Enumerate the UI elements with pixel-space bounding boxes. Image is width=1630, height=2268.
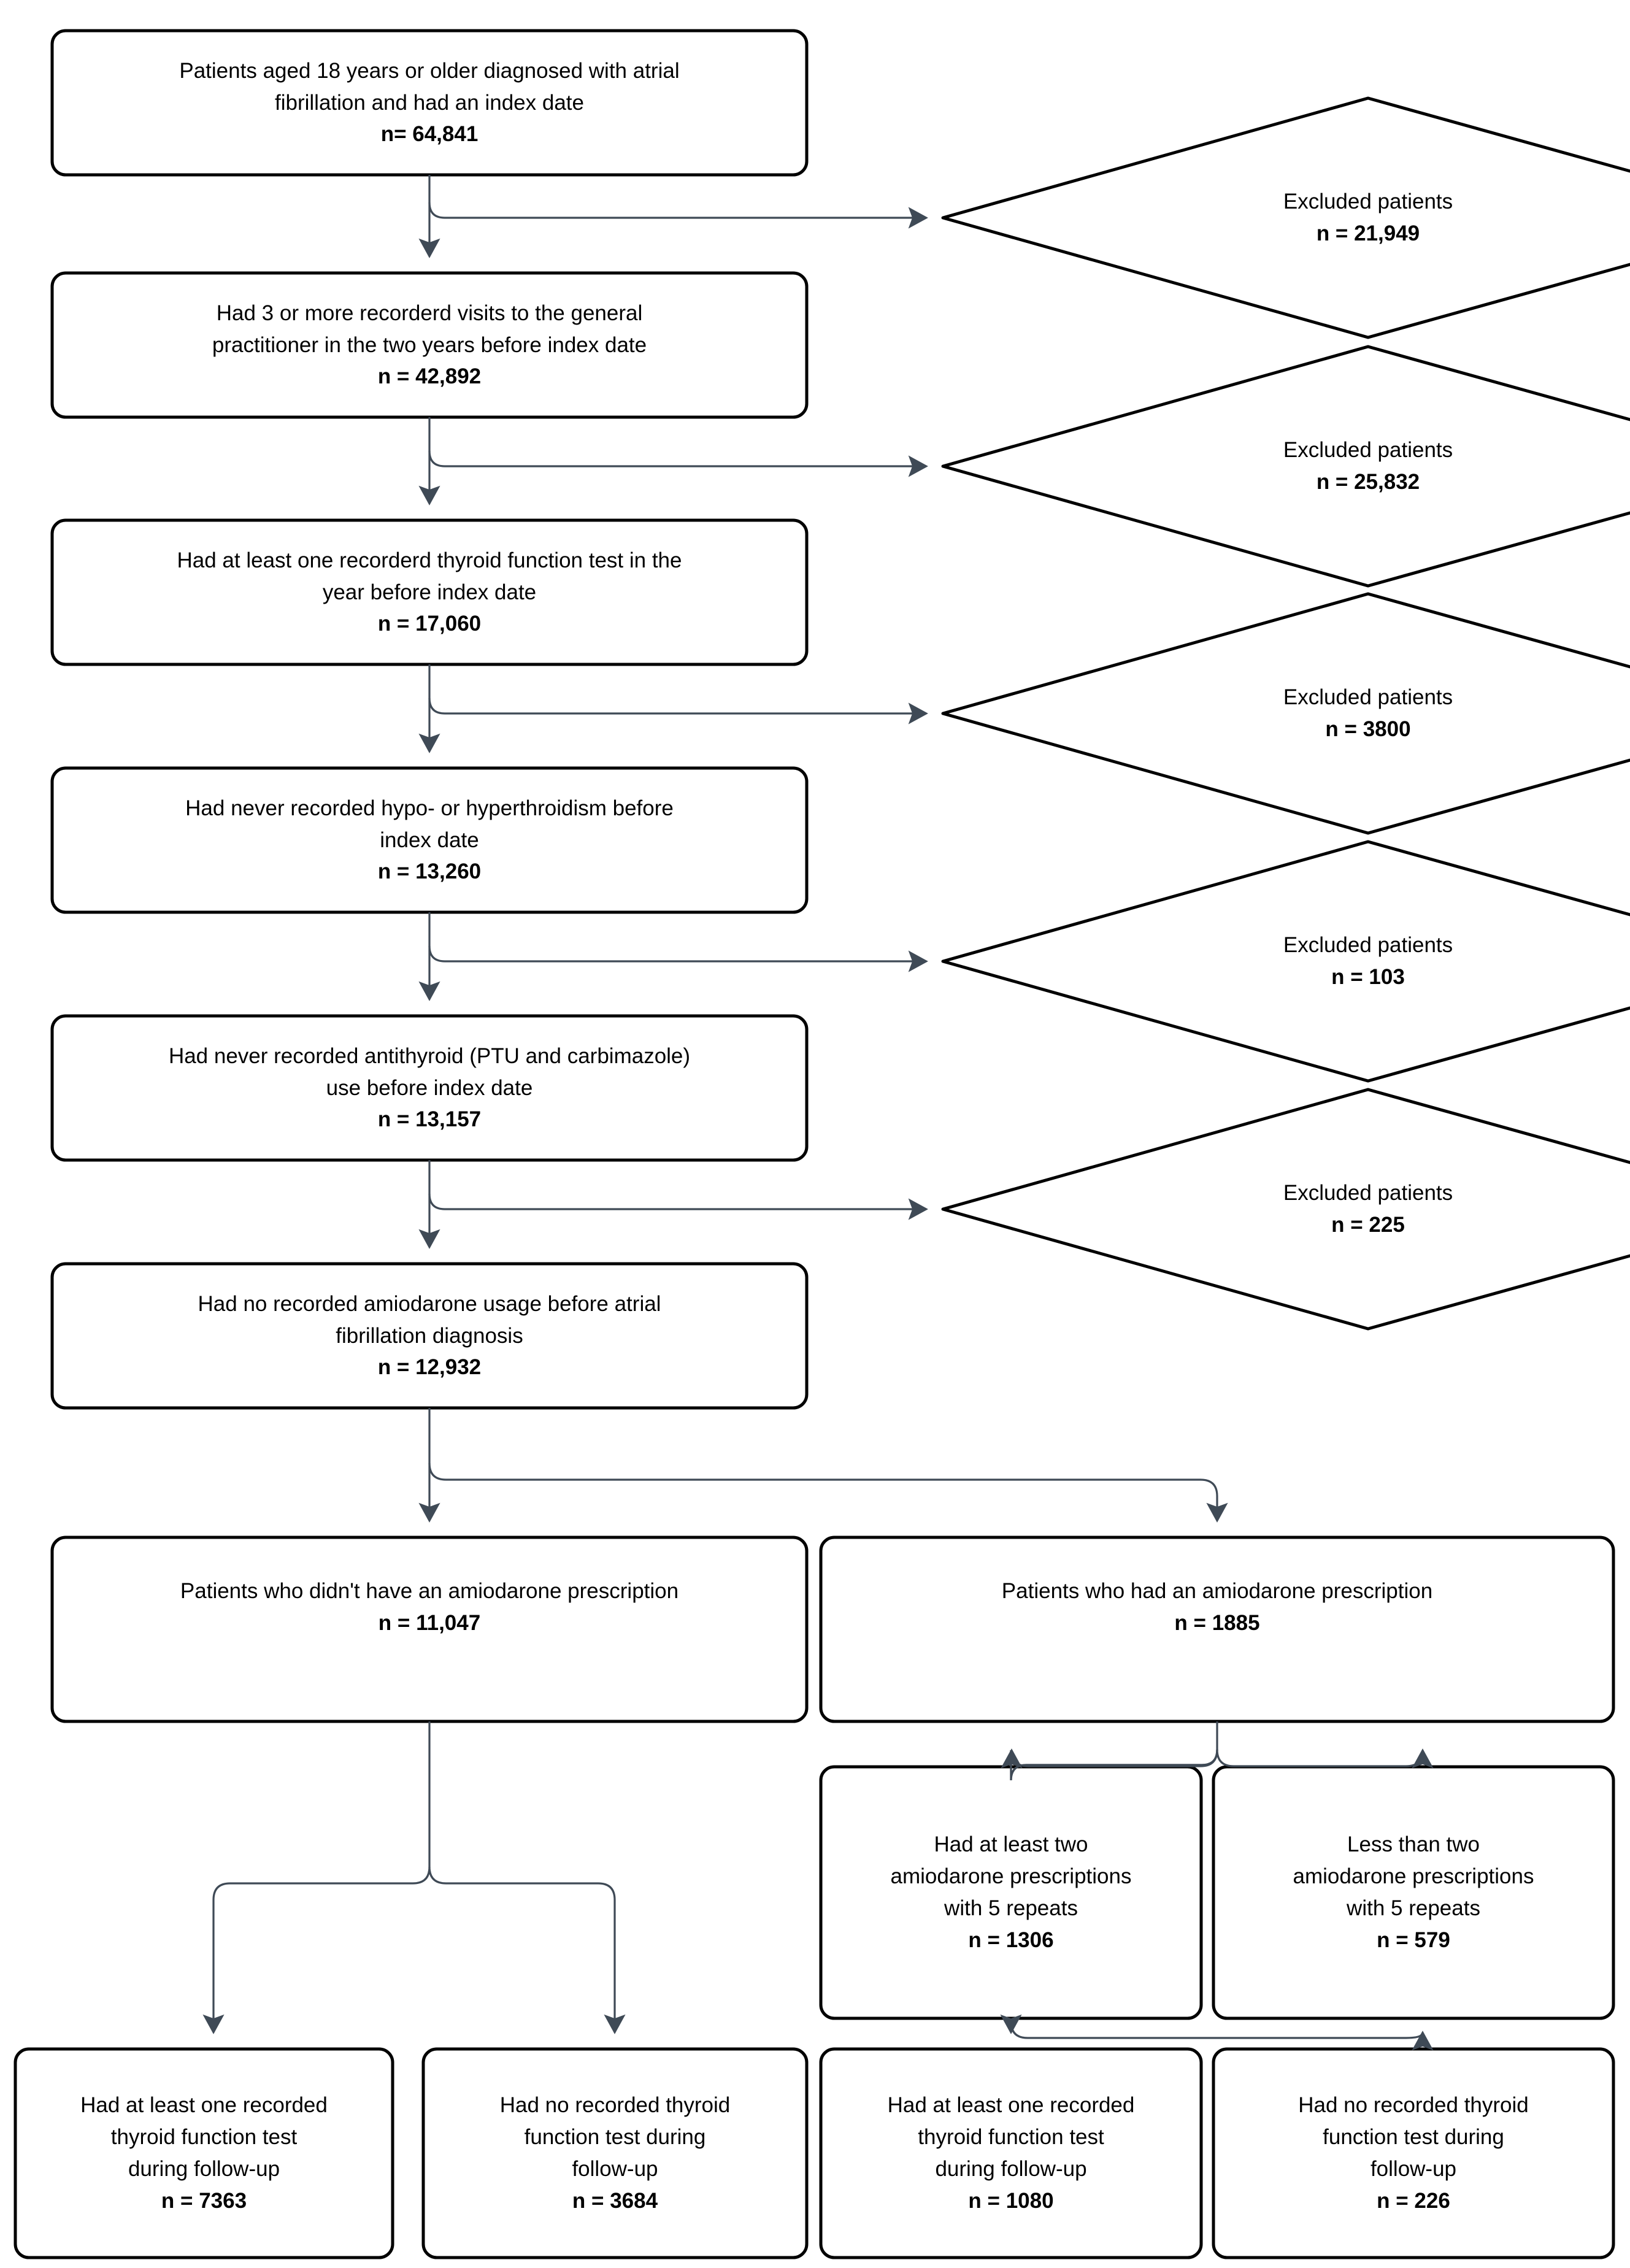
- node-excl1-shape: [941, 96, 1630, 339]
- node-step4-shape: [50, 766, 809, 914]
- connector-step3-excl3: [428, 698, 928, 725]
- node-step1-shape: [50, 29, 809, 177]
- node-excl5-shape: [941, 1088, 1630, 1331]
- connector-no-rx-to-tft-yes: [202, 1866, 431, 2034]
- connector-step5-excl5: [428, 1193, 928, 1220]
- connector-step1-excl1: [428, 202, 928, 229]
- connector-step4-excl4: [428, 945, 928, 972]
- node-rx-less-two-shape: [1212, 1765, 1615, 2020]
- node-rx-tft-no-shape: [1212, 2047, 1615, 2259]
- connector-rx-two-plus-right: [1010, 2021, 1434, 2051]
- node-norx-tft-no-shape: [421, 2047, 809, 2259]
- node-had-rx-shape: [819, 1536, 1615, 1723]
- connector-hadrx-left: [1001, 1748, 1218, 1769]
- node-step5-shape: [50, 1014, 809, 1162]
- node-excl4-shape: [941, 840, 1630, 1083]
- node-no-rx-shape: [50, 1536, 809, 1723]
- node-excl3-shape: [941, 592, 1630, 835]
- node-step2-shape: [50, 271, 809, 419]
- node-excl2-shape: [941, 345, 1630, 588]
- connector-step6-to-had-rx: [428, 1463, 1228, 1523]
- node-rx-two-plus-shape: [819, 1765, 1203, 2020]
- node-step3-shape: [50, 518, 809, 666]
- connector-no-rx-to-tft-no: [428, 1866, 626, 2034]
- node-rx-tft-yes-shape: [819, 2047, 1203, 2259]
- node-norx-tft-yes-shape: [13, 2047, 394, 2259]
- node-step6-shape: [50, 1262, 809, 1410]
- connector-hadrx-right: [1216, 1748, 1434, 1769]
- connector-step2-excl2: [428, 450, 928, 477]
